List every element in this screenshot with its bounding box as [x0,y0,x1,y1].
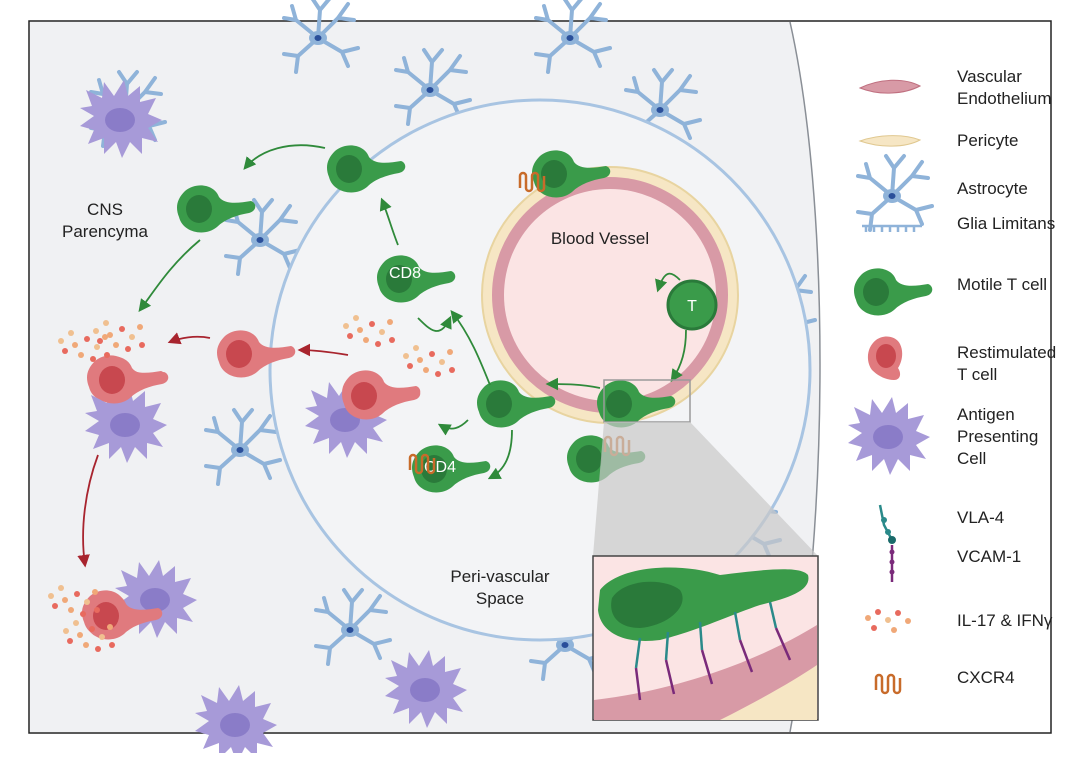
inset-adhesion-molecules [634,601,792,701]
legend-apc-3: Cell [957,449,986,468]
pericyte-icon [858,135,922,147]
legend-apc-2: Presenting [957,427,1038,446]
restimulated-t-cell-icon [867,336,903,380]
zoom-inset [592,555,819,721]
glia-limitans-icon [862,224,922,232]
cytokine-dots-icon [865,609,911,633]
legend-il17-ifng: IL-17 & IFNγ [957,611,1053,630]
endothelium-icon [858,79,922,94]
lumen-t-cell: T [666,279,718,331]
vessel-lumen [504,189,716,401]
cns-parenchyma-label-1: CNS [87,200,123,219]
legend-cxcr4: CXCR4 [957,668,1015,687]
inset-endothelium [594,625,817,720]
legend-glia-limitans: Glia Limitans [957,214,1055,233]
legend-pericyte: Pericyte [957,131,1018,150]
vcam1-icon [889,545,895,582]
cns-parenchyma-label-2: Parencyma [62,222,149,241]
inset-pericyte [720,665,817,720]
t-cell-circle [666,279,718,331]
legend-vla4: VLA-4 [957,508,1004,527]
blood-vessel: Blood Vessel [481,166,739,424]
legend: Vascular Endothelium Pericyte Astrocyte … [848,67,1056,695]
legend-restimulated-2: T cell [957,365,997,384]
restimulation-arrows [77,332,349,568]
legend-motile-t-cell: Motile T cell [957,275,1047,294]
perivascular-label-1: Peri-vascular [450,567,550,586]
legend-restimulated-1: Restimulated [957,343,1056,362]
cd8-label: CD8 [389,265,421,282]
migration-arrows [138,144,687,480]
legend-vascular-endothelium-2: Endothelium [957,89,1052,108]
inset-t-cell-nucleus [611,581,683,628]
legend-apc-1: Antigen [957,405,1015,424]
blood-vessel-label: Blood Vessel [551,229,649,248]
zoom-cone [593,422,818,556]
legend-vcam1: VCAM-1 [957,547,1021,566]
vla4-icon [878,504,896,544]
legend-vascular-endothelium-1: Vascular [957,67,1022,86]
t-cell-label: T [687,298,697,315]
perivascular-label-2: Space [476,589,524,608]
legend-astrocyte: Astrocyte [957,179,1028,198]
